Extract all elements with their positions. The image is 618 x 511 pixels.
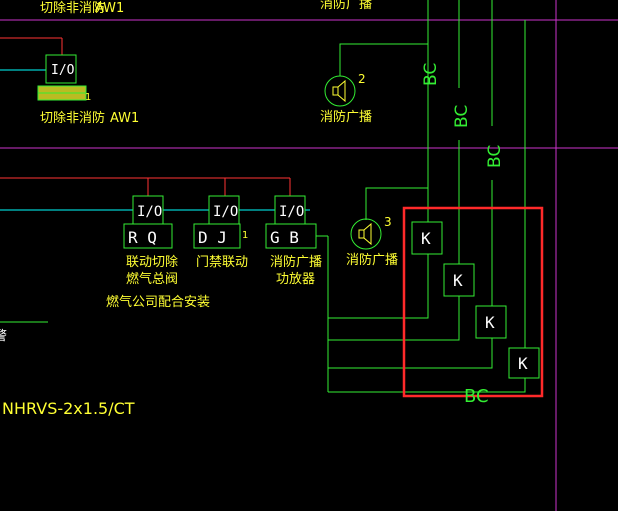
io-module-1-code-box xyxy=(123,223,173,249)
speaker-2-circle xyxy=(350,218,382,250)
speaker-2-label: 消防广播 xyxy=(346,252,398,268)
speaker-1-icon xyxy=(332,79,346,103)
bc-label-2: BC xyxy=(452,105,472,128)
relay-k-2-label: K xyxy=(453,271,463,290)
left-io-num: 1 xyxy=(85,92,91,103)
io-module-1-io: I/O xyxy=(137,204,162,220)
relay-k-2 xyxy=(443,263,475,297)
relay-wire-4 xyxy=(328,378,526,393)
speaker-1-wire xyxy=(339,43,428,76)
cable-spec-label: NHRVS-2x1.5/CT xyxy=(2,399,135,418)
highlight-box xyxy=(402,206,544,398)
io-module-1-line1: 联动切除 xyxy=(126,255,178,270)
speaker-2-num: 3 xyxy=(384,215,392,229)
speaker-1-circle xyxy=(324,75,356,107)
io-module-3-code: G B xyxy=(270,228,299,247)
left-edge-glyph: 警 xyxy=(0,328,7,344)
speaker-2-wire xyxy=(365,187,428,220)
io-module-3-line2: 功放器 xyxy=(276,272,315,287)
speaker-1-label: 消防广播 xyxy=(320,109,372,125)
bc-label-3: BC xyxy=(485,145,505,168)
bc-label-1: BC xyxy=(421,63,441,86)
bc-label-bottom: BC xyxy=(464,386,489,407)
relay-wire-3 xyxy=(328,338,493,369)
left-io-box xyxy=(45,54,77,84)
io-module-2-box xyxy=(208,195,240,225)
top-speaker-label: 消防广播 xyxy=(320,0,372,12)
relay-k-4-label: K xyxy=(518,354,528,373)
top-cut-label: 切除非消防 xyxy=(40,0,105,16)
io-module-3-line1: 消防广播 xyxy=(270,254,322,270)
speaker-1-num: 2 xyxy=(358,72,366,86)
relay-k-3 xyxy=(475,305,507,339)
speaker-2-icon xyxy=(358,222,372,246)
left-io-code: AW1 xyxy=(110,111,139,126)
io-module-1-box xyxy=(132,195,164,225)
relay-k-1-label: K xyxy=(421,229,431,248)
io-module-2-num: 1 xyxy=(242,230,248,241)
left-io-text: I/O xyxy=(51,63,75,78)
io-module-3-box xyxy=(274,195,306,225)
top-cut-code: AW1 xyxy=(95,1,124,16)
io-module-3-io: I/O xyxy=(279,204,304,220)
left-io-label: 切除非消防 xyxy=(40,110,105,126)
relay-k-1 xyxy=(411,221,443,255)
relay-wire-1 xyxy=(328,254,429,319)
relay-wire-2 xyxy=(328,296,460,341)
io-module-2-code-box xyxy=(193,223,241,249)
io-module-2-code: D J xyxy=(198,228,227,247)
io-module-1-code: R Q xyxy=(128,228,157,247)
gas-company-note: 燃气公司配合安装 xyxy=(106,294,210,310)
relay-k-3-label: K xyxy=(485,313,495,332)
io-module-3-code-box xyxy=(265,223,317,249)
io-module-2-line1: 门禁联动 xyxy=(196,255,248,270)
relay-k-4 xyxy=(508,347,540,379)
io-module-1-line2: 燃气总阀 xyxy=(126,271,178,287)
io-module-2-io: I/O xyxy=(213,204,238,220)
